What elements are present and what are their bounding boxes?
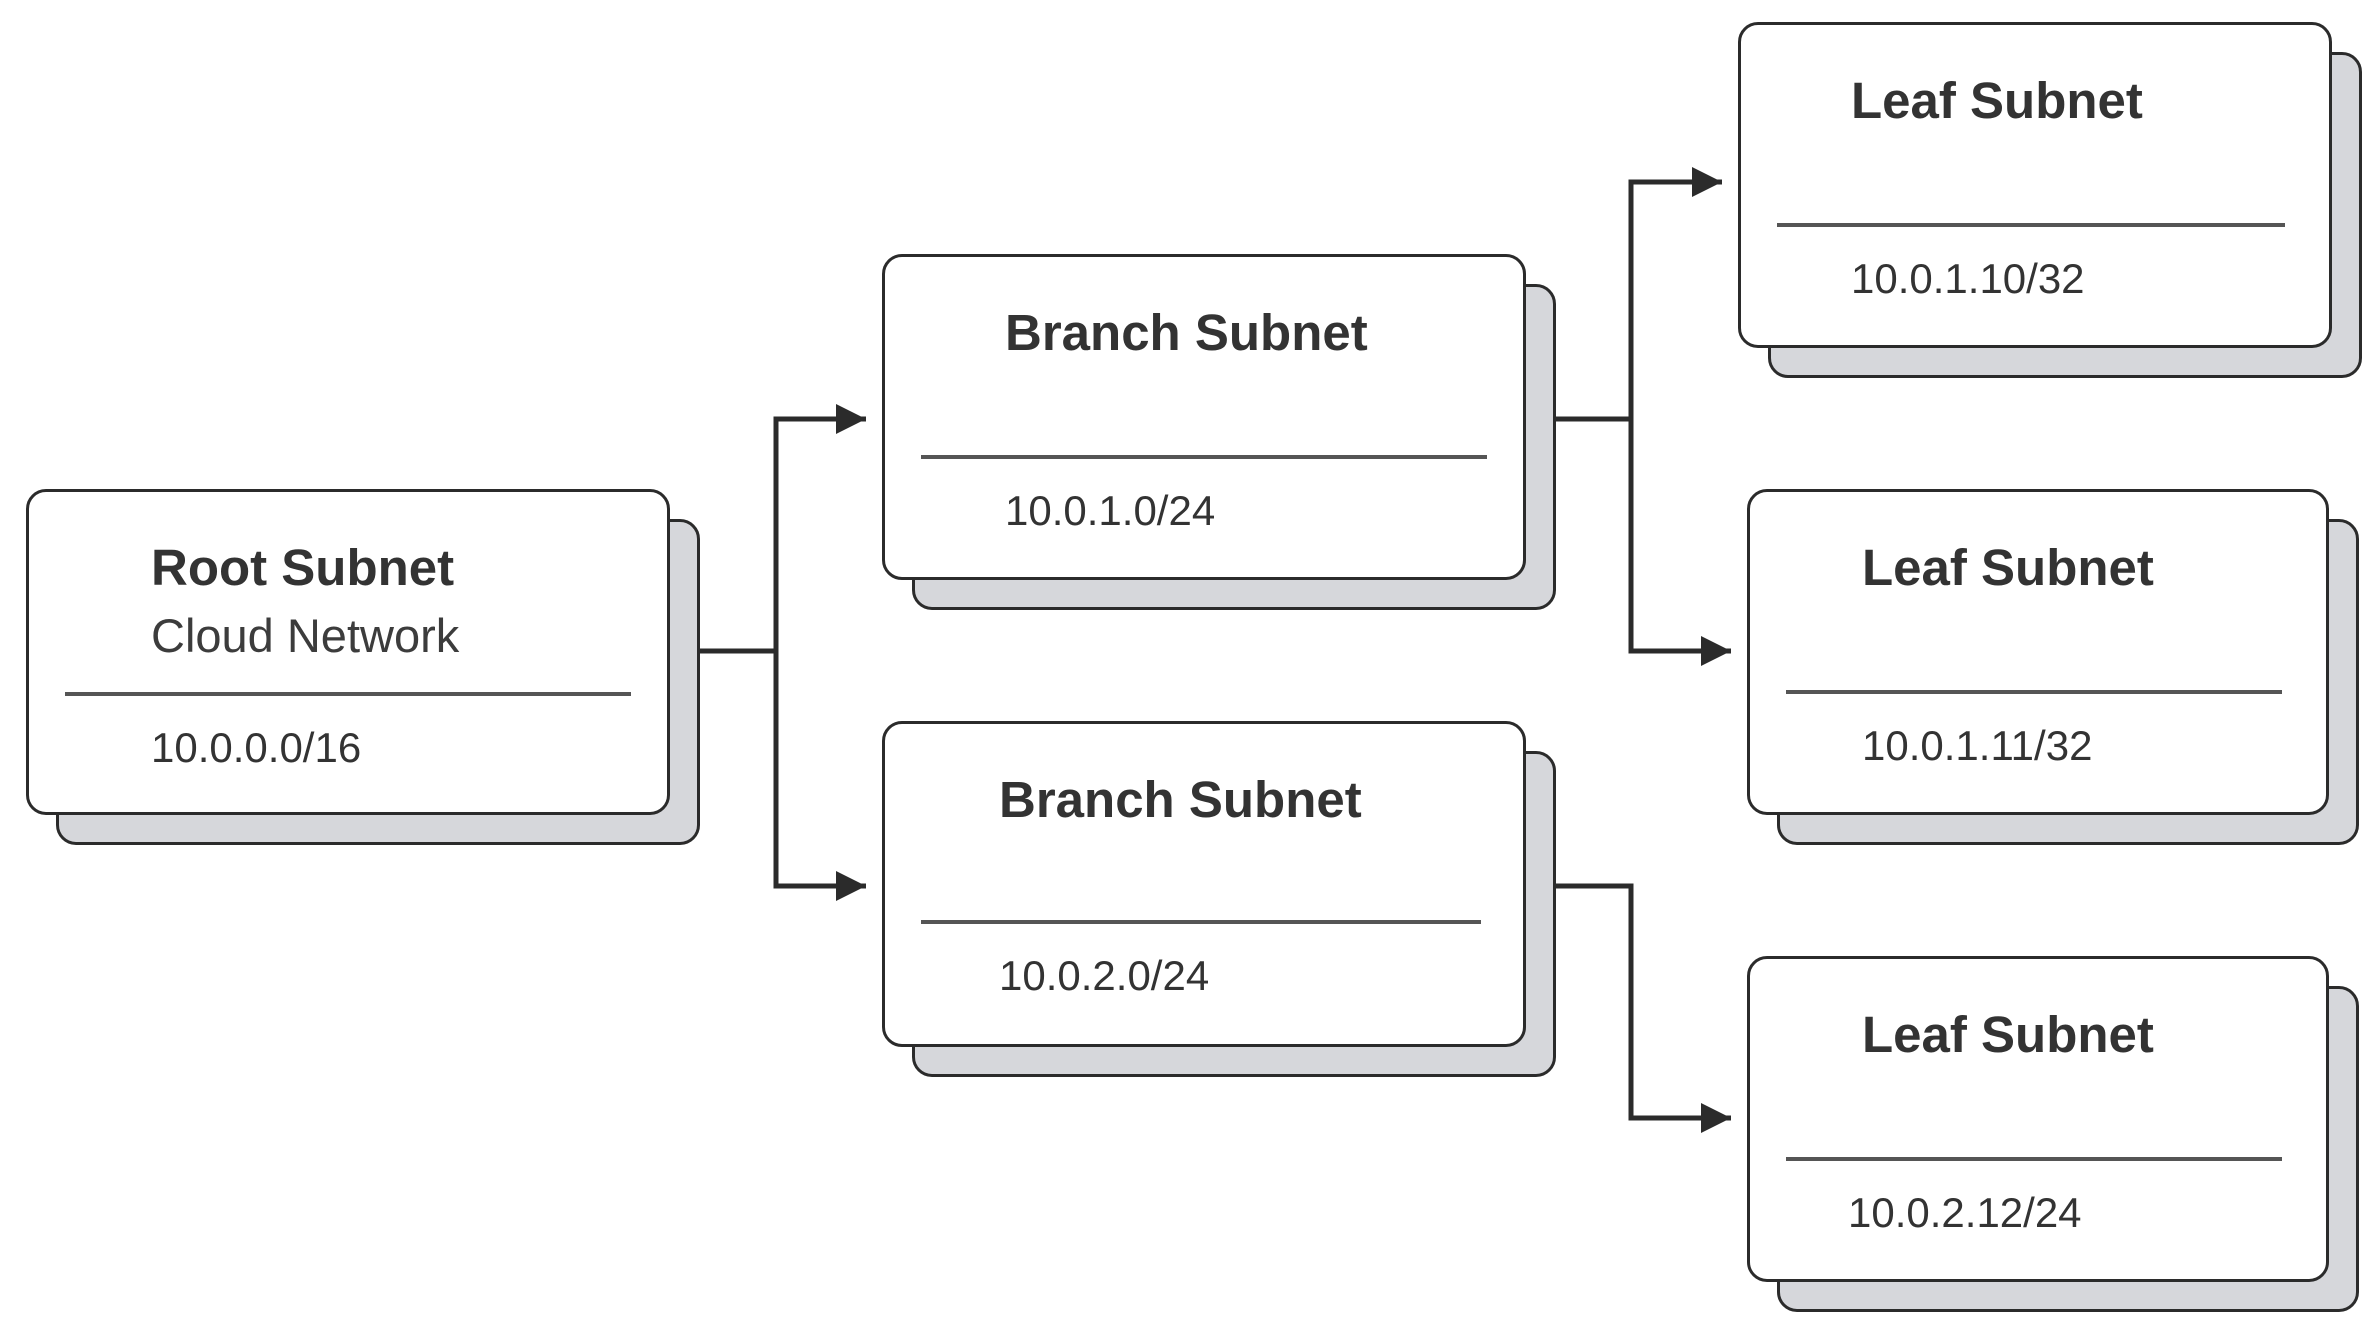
node-cidr: 10.0.1.10/32: [1851, 255, 2085, 302]
branch-subnet-node-2: Branch Subnet 10.0.2.0/24: [882, 721, 1556, 1077]
leaf-subnet-node-1: Leaf Subnet 10.0.1.10/32: [1738, 22, 2362, 378]
node-subtitle: Cloud Network: [151, 609, 460, 662]
connector-branch1-to-leaf1: [1526, 167, 1722, 422]
node-cidr: 10.0.2.0/24: [999, 952, 1210, 999]
node-title: Leaf Subnet: [1862, 539, 2154, 596]
connector-branch1-to-leaf2: [1628, 419, 1731, 666]
node-divider: [65, 692, 631, 696]
node-cidr: 10.0.1.0/24: [1005, 487, 1216, 534]
connector-root-to-branch1: [672, 404, 866, 654]
node-divider: [921, 920, 1481, 924]
node-title: Branch Subnet: [1005, 304, 1368, 361]
branch-subnet-node-1: Branch Subnet 10.0.1.0/24: [882, 254, 1556, 610]
node-title: Leaf Subnet: [1862, 1006, 2154, 1063]
connector-root-to-branch2: [773, 651, 866, 901]
node-divider: [1777, 223, 2285, 227]
node-cidr: 10.0.0.0/16: [151, 724, 362, 771]
leaf-subnet-node-3: Leaf Subnet 10.0.2.12/24: [1747, 956, 2359, 1312]
node-divider: [1786, 1157, 2282, 1161]
node-card: Branch Subnet 10.0.1.0/24: [882, 254, 1526, 580]
node-divider: [921, 455, 1487, 459]
node-card: Root Subnet Cloud Network 10.0.0.0/16: [26, 489, 670, 815]
root-subnet-node: Root Subnet Cloud Network 10.0.0.0/16: [26, 489, 700, 845]
node-card: Leaf Subnet 10.0.2.12/24: [1747, 956, 2329, 1282]
leaf-subnet-node-2: Leaf Subnet 10.0.1.11/32: [1747, 489, 2359, 845]
connector-branch2-to-leaf3: [1526, 883, 1731, 1133]
node-title: Leaf Subnet: [1851, 72, 2143, 129]
node-title: Branch Subnet: [999, 771, 1362, 828]
node-card: Leaf Subnet 10.0.1.11/32: [1747, 489, 2329, 815]
node-title: Root Subnet: [151, 539, 455, 596]
node-card: Leaf Subnet 10.0.1.10/32: [1738, 22, 2332, 348]
node-divider: [1786, 690, 2282, 694]
node-card: Branch Subnet 10.0.2.0/24: [882, 721, 1526, 1047]
node-cidr: 10.0.2.12/24: [1848, 1189, 2082, 1236]
node-cidr: 10.0.1.11/32: [1862, 722, 2093, 769]
